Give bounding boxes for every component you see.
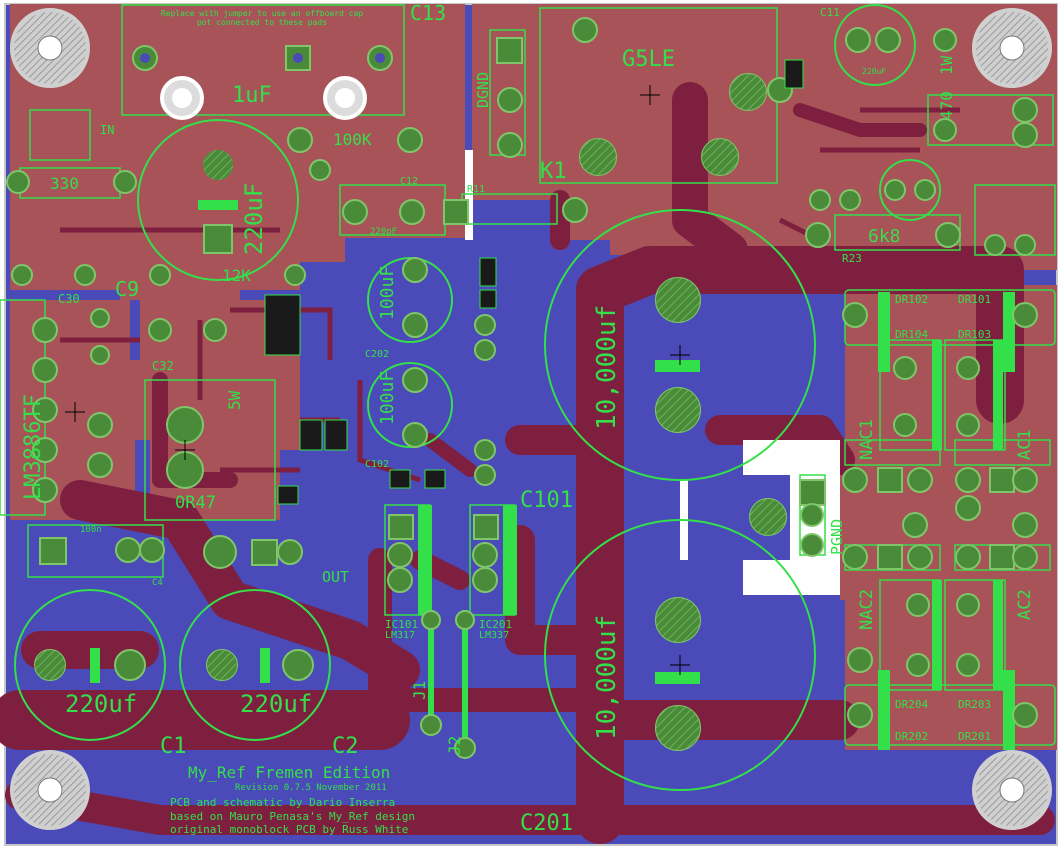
label-6k8: 6k8 <box>868 226 901 247</box>
label-ac2: AC2 <box>1015 589 1035 620</box>
label-pgnd: PGND <box>828 519 846 555</box>
board-title: My_Ref Fremen Edition <box>188 763 390 782</box>
label-k1: K1 <box>540 159 567 184</box>
label-g5le: G5LE <box>622 47 675 72</box>
label-lm317: LM317 <box>385 630 415 641</box>
label-220uf-small: 220uF <box>862 67 886 76</box>
label-dr104: DR104 <box>895 328 928 341</box>
label-r23: R23 <box>842 252 862 265</box>
label-c202: C202 <box>365 349 389 360</box>
label-c201: C201 <box>520 811 573 836</box>
board-revision: Revision 0.7.5 November 2011 <box>235 783 387 793</box>
label-100uf-b: 100uF <box>377 371 398 425</box>
signal-traces <box>60 107 960 483</box>
label-220pf: 220pF <box>370 227 397 237</box>
part-origins <box>65 85 690 675</box>
smd-components <box>264 59 804 505</box>
label-100uf-a: 100uF <box>377 266 398 320</box>
label-1w: 1W <box>937 55 956 75</box>
label-c32: C32 <box>152 359 174 373</box>
mounting-holes <box>10 8 1052 830</box>
label-c12: C12 <box>400 176 418 187</box>
credits-line1: PCB and schematic by Dario Inserra <box>170 796 395 809</box>
label-c1: C1 <box>160 734 187 759</box>
label-j1: J1 <box>410 681 429 700</box>
label-5w: 5W <box>225 390 244 410</box>
credits-line2: based on Mauro Penasa's My_Ref design <box>170 810 415 823</box>
label-dgnd: DGND <box>474 72 492 108</box>
label-dr103: DR103 <box>958 328 991 341</box>
label-100n: 100n <box>80 525 102 535</box>
label-ac1: AC1 <box>1015 429 1035 460</box>
hatched-pads <box>35 74 786 750</box>
label-330: 330 <box>50 174 79 193</box>
label-c101: C101 <box>520 488 573 513</box>
cap-note-line2: pot connected to these pads <box>197 18 327 27</box>
label-dr102: DR102 <box>895 293 928 306</box>
label-j2: J2 <box>445 736 464 755</box>
label-c2: C2 <box>332 734 359 759</box>
label-0r47: 0R47 <box>175 493 216 513</box>
label-dr204: DR204 <box>895 698 928 711</box>
polarity-bars <box>90 200 1015 750</box>
label-lm3886: LM3886TF <box>21 394 46 500</box>
label-220uf-b: 220uf <box>240 690 312 718</box>
label-out: OUT <box>322 568 349 586</box>
label-c13: C13 <box>410 1 446 25</box>
label-in: IN <box>100 123 114 137</box>
label-c30: C30 <box>58 292 80 306</box>
label-dr101: DR101 <box>958 293 991 306</box>
label-ic101: IC101 <box>385 618 418 631</box>
label-nac1: NAC1 <box>857 419 877 460</box>
label-nac2: NAC2 <box>857 589 877 630</box>
label-10000uf-b: 10,000uf <box>592 615 622 740</box>
label-dr202: DR202 <box>895 730 928 743</box>
silkscreen-text: Replace with jumper to use an offboard c… <box>21 1 1035 836</box>
label-100k: 100K <box>333 130 372 149</box>
label-220uf-a: 220uf <box>65 690 137 718</box>
label-r11: R11 <box>467 184 485 195</box>
cap-large-pads <box>160 76 367 120</box>
label-c102: C102 <box>365 459 389 470</box>
label-1uf: 1uF <box>232 83 272 108</box>
label-dr201: DR201 <box>958 730 991 743</box>
cap-note-line1: Replace with jumper to use an offboard c… <box>161 9 363 18</box>
credits-line3: original monoblock PCB by Russ White <box>170 823 408 836</box>
label-c11: C11 <box>820 6 840 19</box>
label-12k: 12K <box>222 266 251 285</box>
label-470: 470 <box>937 91 956 120</box>
label-c4: C4 <box>152 578 163 588</box>
label-c9: C9 <box>115 277 139 301</box>
label-dr203: DR203 <box>958 698 991 711</box>
label-220uf-top: 220uF <box>240 183 268 255</box>
label-10000uf-a: 10,000uf <box>592 305 622 430</box>
credits-block: My_Ref Fremen Edition Revision 0.7.5 Nov… <box>170 763 415 836</box>
label-lm337: LM337 <box>479 630 509 641</box>
label-ic201: IC201 <box>479 618 512 631</box>
